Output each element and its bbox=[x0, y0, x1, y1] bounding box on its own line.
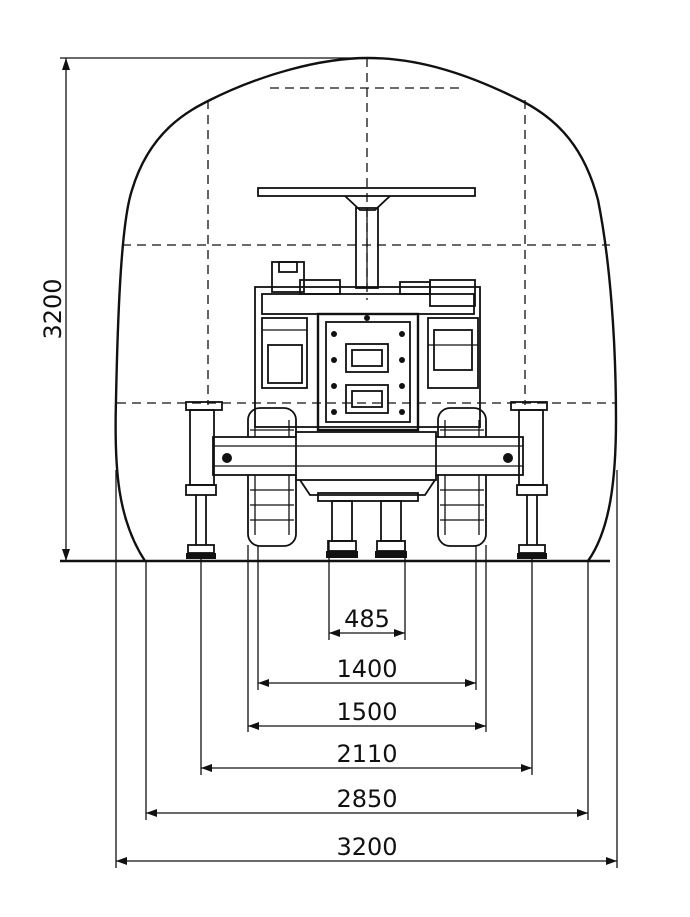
dim-485: 485 bbox=[344, 605, 390, 633]
dim-2110: 2110 bbox=[336, 740, 397, 768]
cross-beam bbox=[212, 431, 524, 481]
roof-canopy bbox=[257, 187, 476, 289]
left-wheel bbox=[247, 407, 297, 547]
machine-body bbox=[254, 261, 481, 432]
drilling-jumbo-front-view bbox=[185, 187, 548, 559]
dim-2850: 2850 bbox=[336, 785, 397, 813]
left-outrigger-jack bbox=[185, 401, 223, 559]
right-wheel bbox=[437, 407, 487, 547]
center-supports bbox=[299, 479, 436, 558]
dim-1400: 1400 bbox=[336, 655, 397, 683]
dim-1500: 1500 bbox=[336, 698, 397, 726]
dim-3200: 3200 bbox=[336, 833, 397, 861]
width-dimensions: 485 1400 1500 2110 2850 3200 bbox=[115, 470, 618, 868]
height-dimension: 3200 bbox=[39, 57, 370, 561]
right-outrigger-jack bbox=[510, 401, 548, 559]
height-label: 3200 bbox=[39, 278, 67, 339]
